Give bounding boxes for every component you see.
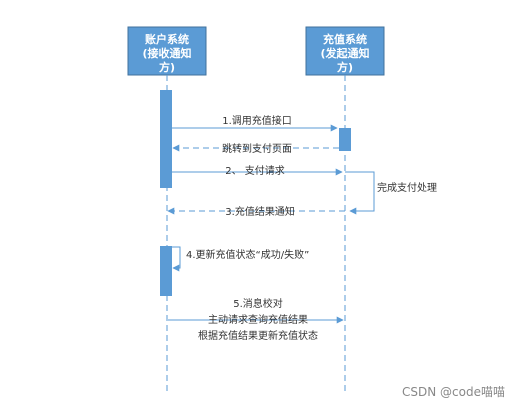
- participant-account-line1: 账户系统: [145, 32, 189, 46]
- message-label-2-self: 完成支付处理: [377, 181, 437, 194]
- watermark: CSDN @code喵喵: [402, 385, 505, 399]
- participant-recharge-line2: (发起通知: [320, 46, 369, 60]
- activation-account-2: [160, 246, 172, 296]
- participant-recharge-line1: 充值系统: [323, 32, 367, 46]
- message-arrow-2-self: [345, 171, 375, 215]
- participant-account: 账户系统 (接收通知 方): [127, 26, 207, 76]
- participant-recharge: 充值系统 (发起通知 方): [305, 26, 385, 76]
- activation-account-1: [160, 90, 172, 188]
- participant-account-line2: (接收通知: [142, 46, 191, 60]
- message-label-1-return: 跳转到支付页面: [222, 142, 292, 155]
- participant-account-line3: 方): [159, 60, 175, 74]
- message-label-4: 4.更新充值状态“成功/失败”: [186, 248, 309, 261]
- message-label-2: 2、 支付请求: [225, 164, 285, 177]
- message-label-1: 1.调用充值接口: [222, 114, 292, 127]
- participant-recharge-line3: 方): [337, 60, 353, 74]
- message-label-3: 3.充值结果通知: [225, 205, 295, 218]
- message-label-5-line1: 5.消息校对: [233, 297, 283, 310]
- activation-recharge-1: [339, 128, 351, 151]
- message-arrow-4-self: [172, 246, 181, 272]
- message-label-5-line3: 根据充值结果更新充值状态: [198, 329, 318, 342]
- message-label-5-line2: 主动请求查询充值结果: [208, 313, 308, 326]
